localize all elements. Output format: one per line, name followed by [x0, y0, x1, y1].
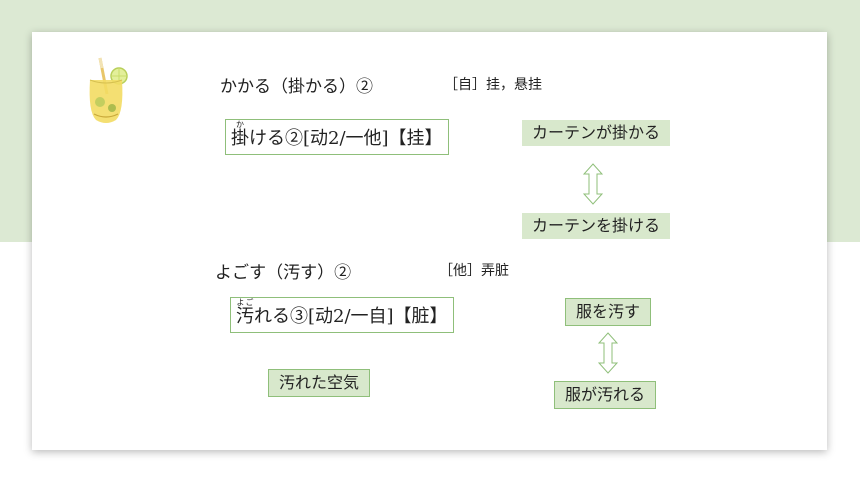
section1-heading-gloss: ［自］挂，悬挂: [444, 77, 542, 93]
section2-vocab-box: 汚よごれる③[动2/一自]【脏】: [230, 297, 454, 333]
double-arrow-icon: [583, 163, 603, 205]
section1-heading-word: かかる（掛かる）②: [220, 77, 373, 97]
section2-heading-gloss: ［他］弄脏: [439, 263, 509, 279]
lemonade-glass-icon: [89, 57, 128, 123]
double-arrow-icon: [598, 332, 618, 374]
section2-example-top: 服を汚す: [565, 298, 652, 326]
section1-vocab-kanji: 掛か: [231, 120, 249, 149]
slide: かかる（掛かる）② ［自］挂，悬挂 掛かける②[动2/一他]【挂】 カーテンが掛…: [32, 32, 827, 450]
section2-example-bottom: 服が汚れる: [554, 381, 657, 409]
section1-vocab-rest: ける②[动2/一他]【挂】: [249, 128, 443, 149]
section2-heading-word: よごす（汚す）②: [215, 263, 352, 283]
section1-vocab-furigana: か: [231, 120, 249, 129]
section2-vocab-furigana: よご: [236, 298, 254, 307]
section2-phrase: 汚れた空気: [268, 369, 371, 397]
section1-example-top: カーテンが掛かる: [522, 120, 671, 146]
section1-example-bottom: カーテンを掛ける: [522, 213, 671, 239]
section2-vocab-rest: れる③[动2/一自]【脏】: [254, 306, 448, 327]
section2-vocab-kanji: 汚よご: [236, 298, 254, 327]
section1-vocab-box: 掛かける②[动2/一他]【挂】: [225, 119, 449, 155]
